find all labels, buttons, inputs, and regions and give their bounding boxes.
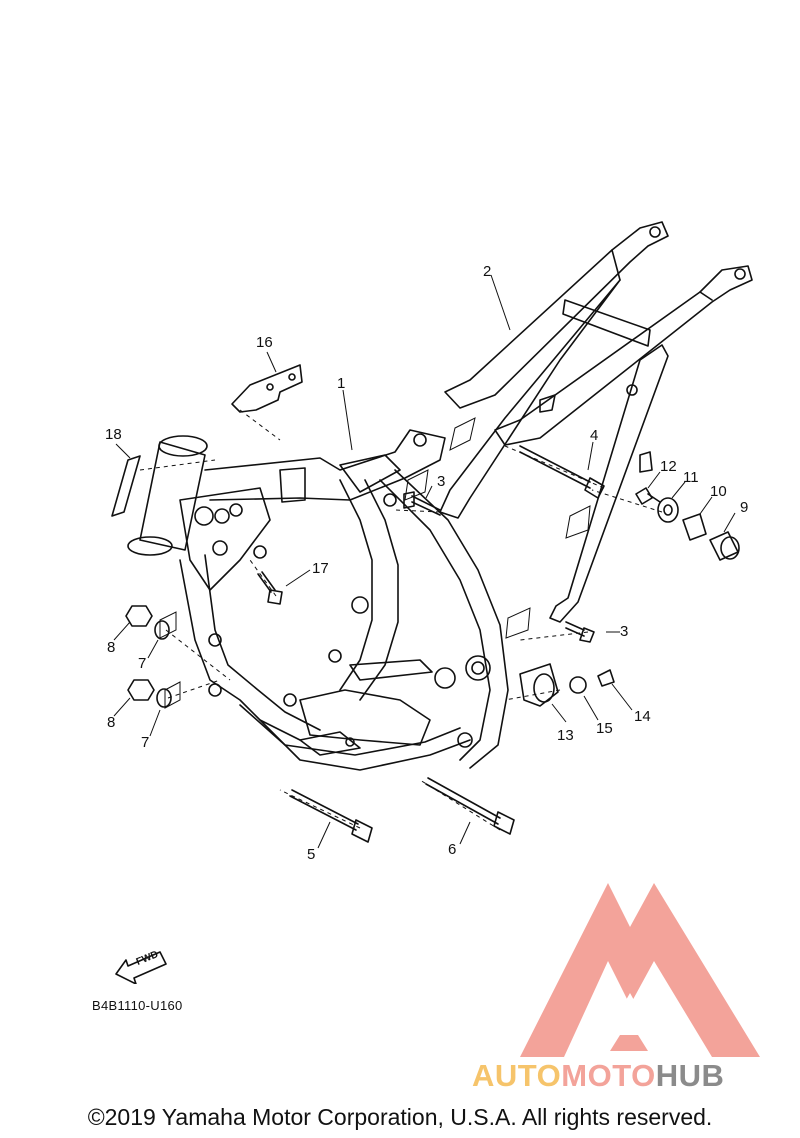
part-number-7-upper: 7: [138, 655, 147, 672]
part-number-15: 15: [596, 720, 613, 737]
nut-8-lower: [127, 679, 155, 701]
part-number-18: 18: [105, 426, 122, 443]
bolt-3-upper: [403, 491, 441, 516]
brand-wordmark: AUTOMOTOHUB: [472, 1058, 724, 1094]
bolt-5: [289, 789, 373, 843]
part-number-3-lower: 3: [620, 623, 629, 640]
brand-moto: MOTO: [561, 1058, 656, 1093]
part-number-13: 13: [557, 727, 574, 744]
brand-auto: AUTO: [472, 1058, 562, 1093]
spacer-stack: [635, 487, 740, 561]
nut-8-upper: [125, 605, 153, 627]
brand-hub: HUB: [655, 1058, 725, 1093]
part-number-11: 11: [683, 469, 699, 486]
part-number-8-upper: 8: [107, 639, 116, 656]
part-number-12: 12: [660, 458, 677, 475]
bolt-17: [257, 571, 283, 605]
part-number-4: 4: [590, 427, 599, 444]
part-number-14: 14: [634, 708, 651, 725]
engine-mount-13: [519, 663, 615, 707]
bolt-4: [519, 445, 605, 499]
rear-subframe: [439, 221, 753, 623]
part-number-2: 2: [483, 263, 492, 280]
diagram-code: B4B1110-U160: [92, 998, 183, 1013]
bracket-16: [231, 364, 303, 413]
bolt-3-lower: [565, 621, 595, 643]
forward-arrow-icon: [115, 951, 167, 984]
part-number-8-lower: 8: [107, 714, 116, 731]
bolt-6: [425, 777, 515, 835]
copyright-notice: ©2019 Yamaha Motor Corporation, U.S.A. A…: [87, 1104, 713, 1130]
part-number-5: 5: [307, 846, 316, 863]
part-number-16: 16: [256, 334, 273, 351]
main-frame: [127, 429, 509, 771]
rubber-18: [111, 455, 141, 517]
part-number-17: 17: [312, 560, 329, 577]
part-number-6: 6: [448, 841, 457, 858]
part-number-7-lower: 7: [141, 734, 150, 751]
washer-7-upper: [154, 620, 170, 640]
washer-7-lower: [156, 688, 172, 708]
part-number-1: 1: [337, 375, 346, 392]
part-number-9: 9: [740, 499, 749, 516]
part-number-3-upper: 3: [437, 473, 446, 490]
part-number-10: 10: [710, 483, 727, 500]
automotohub-logo-icon: [520, 883, 760, 1057]
